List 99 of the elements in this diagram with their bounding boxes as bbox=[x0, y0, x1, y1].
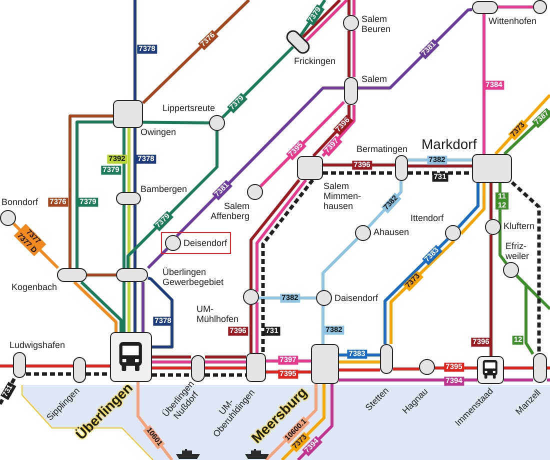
station-name: Frickingen bbox=[294, 56, 336, 66]
station-name: Lippertsreute bbox=[162, 102, 216, 112]
route-line bbox=[498, 6, 533, 8]
route-line bbox=[146, 248, 168, 270]
railway-line bbox=[261, 178, 314, 353]
railway-line bbox=[510, 181, 541, 353]
route-line bbox=[322, 238, 358, 290]
station-name: Markdorf bbox=[422, 136, 477, 152]
railway-line bbox=[323, 171, 395, 175]
route-line bbox=[76, 120, 113, 268]
route-line bbox=[128, 128, 130, 192]
route-line bbox=[393, 368, 420, 370]
route-line bbox=[142, 0, 250, 104]
route-line bbox=[339, 360, 380, 364]
route-line bbox=[408, 164, 472, 168]
station-name: UM- Mühlhofen bbox=[196, 304, 240, 324]
station-name: Ahausen bbox=[374, 226, 410, 236]
route-line bbox=[122, 205, 126, 268]
route-line bbox=[134, 128, 136, 192]
station-name: Wittenhofen bbox=[488, 16, 537, 26]
route-line bbox=[256, 302, 258, 353]
route-line bbox=[280, 384, 326, 460]
route-line bbox=[304, 0, 348, 44]
route-line bbox=[222, 46, 294, 118]
route-line bbox=[68, 114, 113, 268]
route-line bbox=[148, 276, 174, 348]
route-line bbox=[73, 280, 118, 332]
route-line bbox=[152, 356, 191, 358]
route-line bbox=[348, 30, 350, 77]
route-line bbox=[152, 366, 191, 370]
route-line bbox=[0, 364, 13, 368]
route-line bbox=[80, 280, 122, 332]
route-line bbox=[457, 183, 480, 228]
route-line bbox=[86, 364, 110, 368]
route-line bbox=[250, 179, 300, 289]
railway-line bbox=[26, 372, 73, 376]
route-line bbox=[516, 274, 550, 310]
station-name: Überlingen Gewerbegebiet bbox=[162, 266, 225, 286]
route-line bbox=[256, 179, 308, 292]
highlight-frame bbox=[161, 232, 232, 254]
route-line bbox=[260, 100, 346, 188]
station-name: Bonndorf bbox=[2, 196, 38, 206]
station-name: Daisendorf bbox=[334, 292, 378, 302]
route-line bbox=[26, 364, 73, 368]
route-line bbox=[322, 306, 324, 344]
station-name: Salem Affenberg bbox=[210, 200, 250, 220]
route-line bbox=[348, 0, 350, 16]
route-line bbox=[504, 378, 533, 382]
route-line bbox=[142, 120, 210, 124]
route-line bbox=[126, 131, 218, 268]
route-line bbox=[134, 0, 136, 100]
route-line bbox=[205, 360, 246, 364]
route-line bbox=[384, 238, 449, 344]
route-line bbox=[494, 94, 550, 156]
route-line bbox=[205, 356, 246, 358]
route-line bbox=[205, 366, 246, 370]
route-line bbox=[122, 282, 126, 332]
railway-line bbox=[152, 373, 191, 377]
route-line bbox=[358, 8, 472, 90]
route-line bbox=[547, 366, 550, 370]
route-line bbox=[122, 128, 126, 192]
route-line bbox=[482, 14, 486, 154]
railway-line bbox=[205, 373, 246, 377]
route-line bbox=[134, 205, 136, 268]
railway-line bbox=[408, 171, 472, 175]
route-line bbox=[302, 0, 342, 38]
route-line bbox=[134, 282, 136, 332]
station-name: Kluftern bbox=[504, 220, 535, 230]
route-line bbox=[142, 282, 144, 332]
station-name: Bermatingen bbox=[356, 144, 408, 154]
station-name: Salem Mimmen- hausen bbox=[324, 180, 362, 210]
station-name: Deisendorf bbox=[184, 238, 228, 248]
station-name: Owingen bbox=[140, 126, 176, 136]
station-name: Salem Beuren bbox=[362, 14, 392, 34]
route-line bbox=[152, 360, 191, 364]
route-line bbox=[128, 205, 130, 268]
route-line bbox=[352, 30, 356, 77]
station-name: Salem bbox=[362, 74, 388, 84]
route-line bbox=[87, 274, 116, 276]
route-line bbox=[490, 234, 492, 356]
route-line bbox=[250, 305, 252, 353]
route-line bbox=[460, 183, 486, 235]
station-name: Ludwigshafen bbox=[10, 340, 66, 350]
station-name: Efriz- weiler bbox=[506, 240, 530, 260]
route-line bbox=[390, 240, 456, 344]
railway-line bbox=[86, 372, 110, 376]
route-line bbox=[176, 86, 344, 238]
station-name: Bambergen bbox=[140, 184, 188, 194]
station-name: Ittendorf bbox=[410, 212, 444, 222]
route-line bbox=[504, 366, 533, 370]
route-line bbox=[339, 378, 477, 382]
route-line bbox=[128, 282, 130, 332]
route-line bbox=[547, 378, 550, 382]
route-line bbox=[490, 183, 492, 220]
railway-line bbox=[0, 377, 16, 405]
route-line bbox=[352, 0, 356, 16]
station-stop bbox=[533, 0, 547, 14]
station-name: Kogenbach bbox=[12, 282, 58, 292]
route-line bbox=[339, 368, 380, 372]
